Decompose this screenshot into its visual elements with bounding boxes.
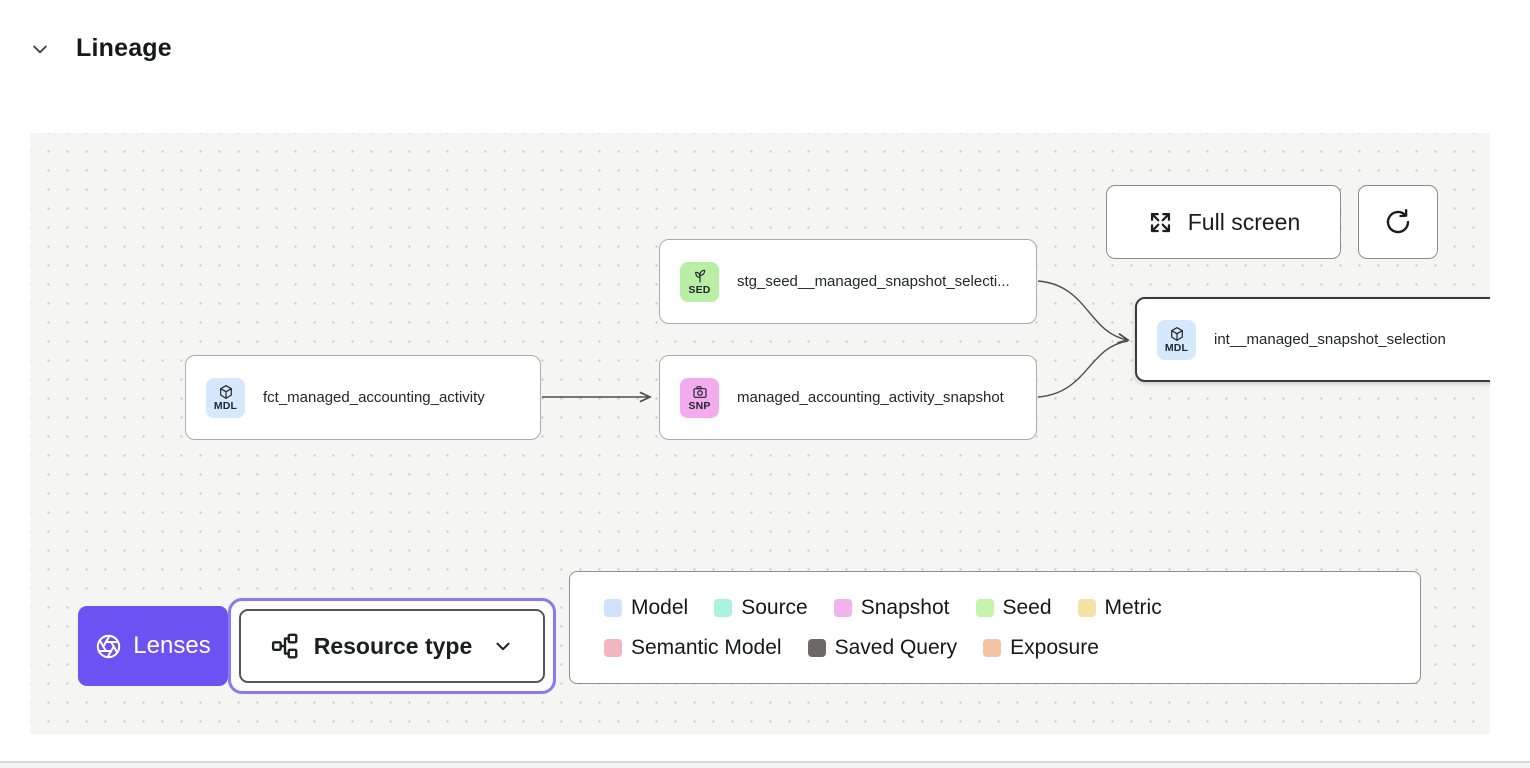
- legend-swatch: [604, 598, 622, 617]
- page-title: Lineage: [76, 34, 172, 62]
- camera-icon: SNP: [680, 377, 719, 418]
- chevron-down-icon: [492, 635, 514, 657]
- bottom-strip: [0, 763, 1530, 768]
- bottom-divider: [0, 761, 1530, 763]
- node-fct-managed-accounting-activity[interactable]: MDL fct_managed_accounting_activity: [185, 355, 541, 440]
- collapse-chevron-icon[interactable]: [30, 39, 50, 59]
- legend-swatch: [975, 598, 994, 617]
- legend-swatch: [604, 638, 622, 657]
- legend-swatch: [1077, 598, 1096, 617]
- legend-item: Metric: [1077, 595, 1162, 620]
- model-icon: MDL: [1157, 319, 1196, 360]
- legend-item: Seed: [975, 595, 1052, 620]
- refresh-icon: [1383, 207, 1413, 237]
- lenses-button[interactable]: Lenses: [78, 606, 228, 686]
- node-int-managed-snapshot-selection[interactable]: MDL int__managed_snapshot_selection: [1135, 297, 1490, 382]
- refresh-button[interactable]: [1358, 185, 1438, 259]
- node-label: stg_seed__managed_snapshot_selecti...: [737, 273, 1010, 290]
- legend-item: Model: [604, 596, 688, 620]
- aperture-icon: [95, 633, 122, 660]
- resource-type-dropdown[interactable]: Resource type: [239, 609, 545, 683]
- node-label: fct_managed_accounting_activity: [263, 389, 485, 406]
- legend-label: Seed: [1002, 595, 1052, 619]
- lineage-canvas[interactable]: MDL fct_managed_accounting_activity SED …: [30, 133, 1490, 734]
- legend-row: Semantic Model Saved Query Exposure: [604, 636, 1386, 660]
- node-label: int__managed_snapshot_selection: [1214, 331, 1446, 348]
- section-header: Lineage: [30, 34, 172, 63]
- resource-type-label: Resource type: [313, 632, 473, 659]
- legend-item: Semantic Model: [604, 636, 782, 660]
- node-label: managed_accounting_activity_snapshot: [737, 389, 1004, 406]
- resource-type-focus-ring: Resource type: [228, 598, 556, 694]
- model-icon: MDL: [206, 377, 245, 418]
- legend-label: Model: [631, 595, 689, 619]
- node-managed-accounting-activity-snapshot[interactable]: SNP managed_accounting_activity_snapshot: [659, 355, 1037, 440]
- legend-label: Metric: [1104, 595, 1162, 619]
- legend-row: Model Source Snapshot Seed Metric: [604, 596, 1386, 620]
- legend-item: Source: [714, 596, 808, 620]
- resource-type-icon: [270, 631, 300, 661]
- legend-label: Source: [741, 595, 808, 619]
- legend-item: Snapshot: [833, 595, 950, 620]
- seed-icon: SED: [680, 261, 719, 302]
- legend-swatch: [833, 598, 852, 617]
- legend-label: Exposure: [1010, 635, 1099, 659]
- legend-label: Snapshot: [860, 595, 950, 619]
- legend-swatch: [714, 598, 733, 617]
- legend-swatch: [807, 638, 826, 657]
- lenses-label: Lenses: [133, 632, 211, 659]
- legend-item: Saved Query: [807, 635, 958, 660]
- legend-item: Exposure: [983, 636, 1099, 660]
- full-screen-button[interactable]: Full screen: [1106, 185, 1341, 259]
- full-screen-label: Full screen: [1187, 208, 1301, 235]
- node-stg-seed-managed-snapshot-selection[interactable]: SED stg_seed__managed_snapshot_selecti..…: [659, 239, 1037, 324]
- legend-label: Semantic Model: [631, 635, 782, 659]
- expand-icon: [1147, 209, 1174, 236]
- legend-label: Saved Query: [834, 635, 958, 659]
- legend-swatch: [983, 638, 1002, 657]
